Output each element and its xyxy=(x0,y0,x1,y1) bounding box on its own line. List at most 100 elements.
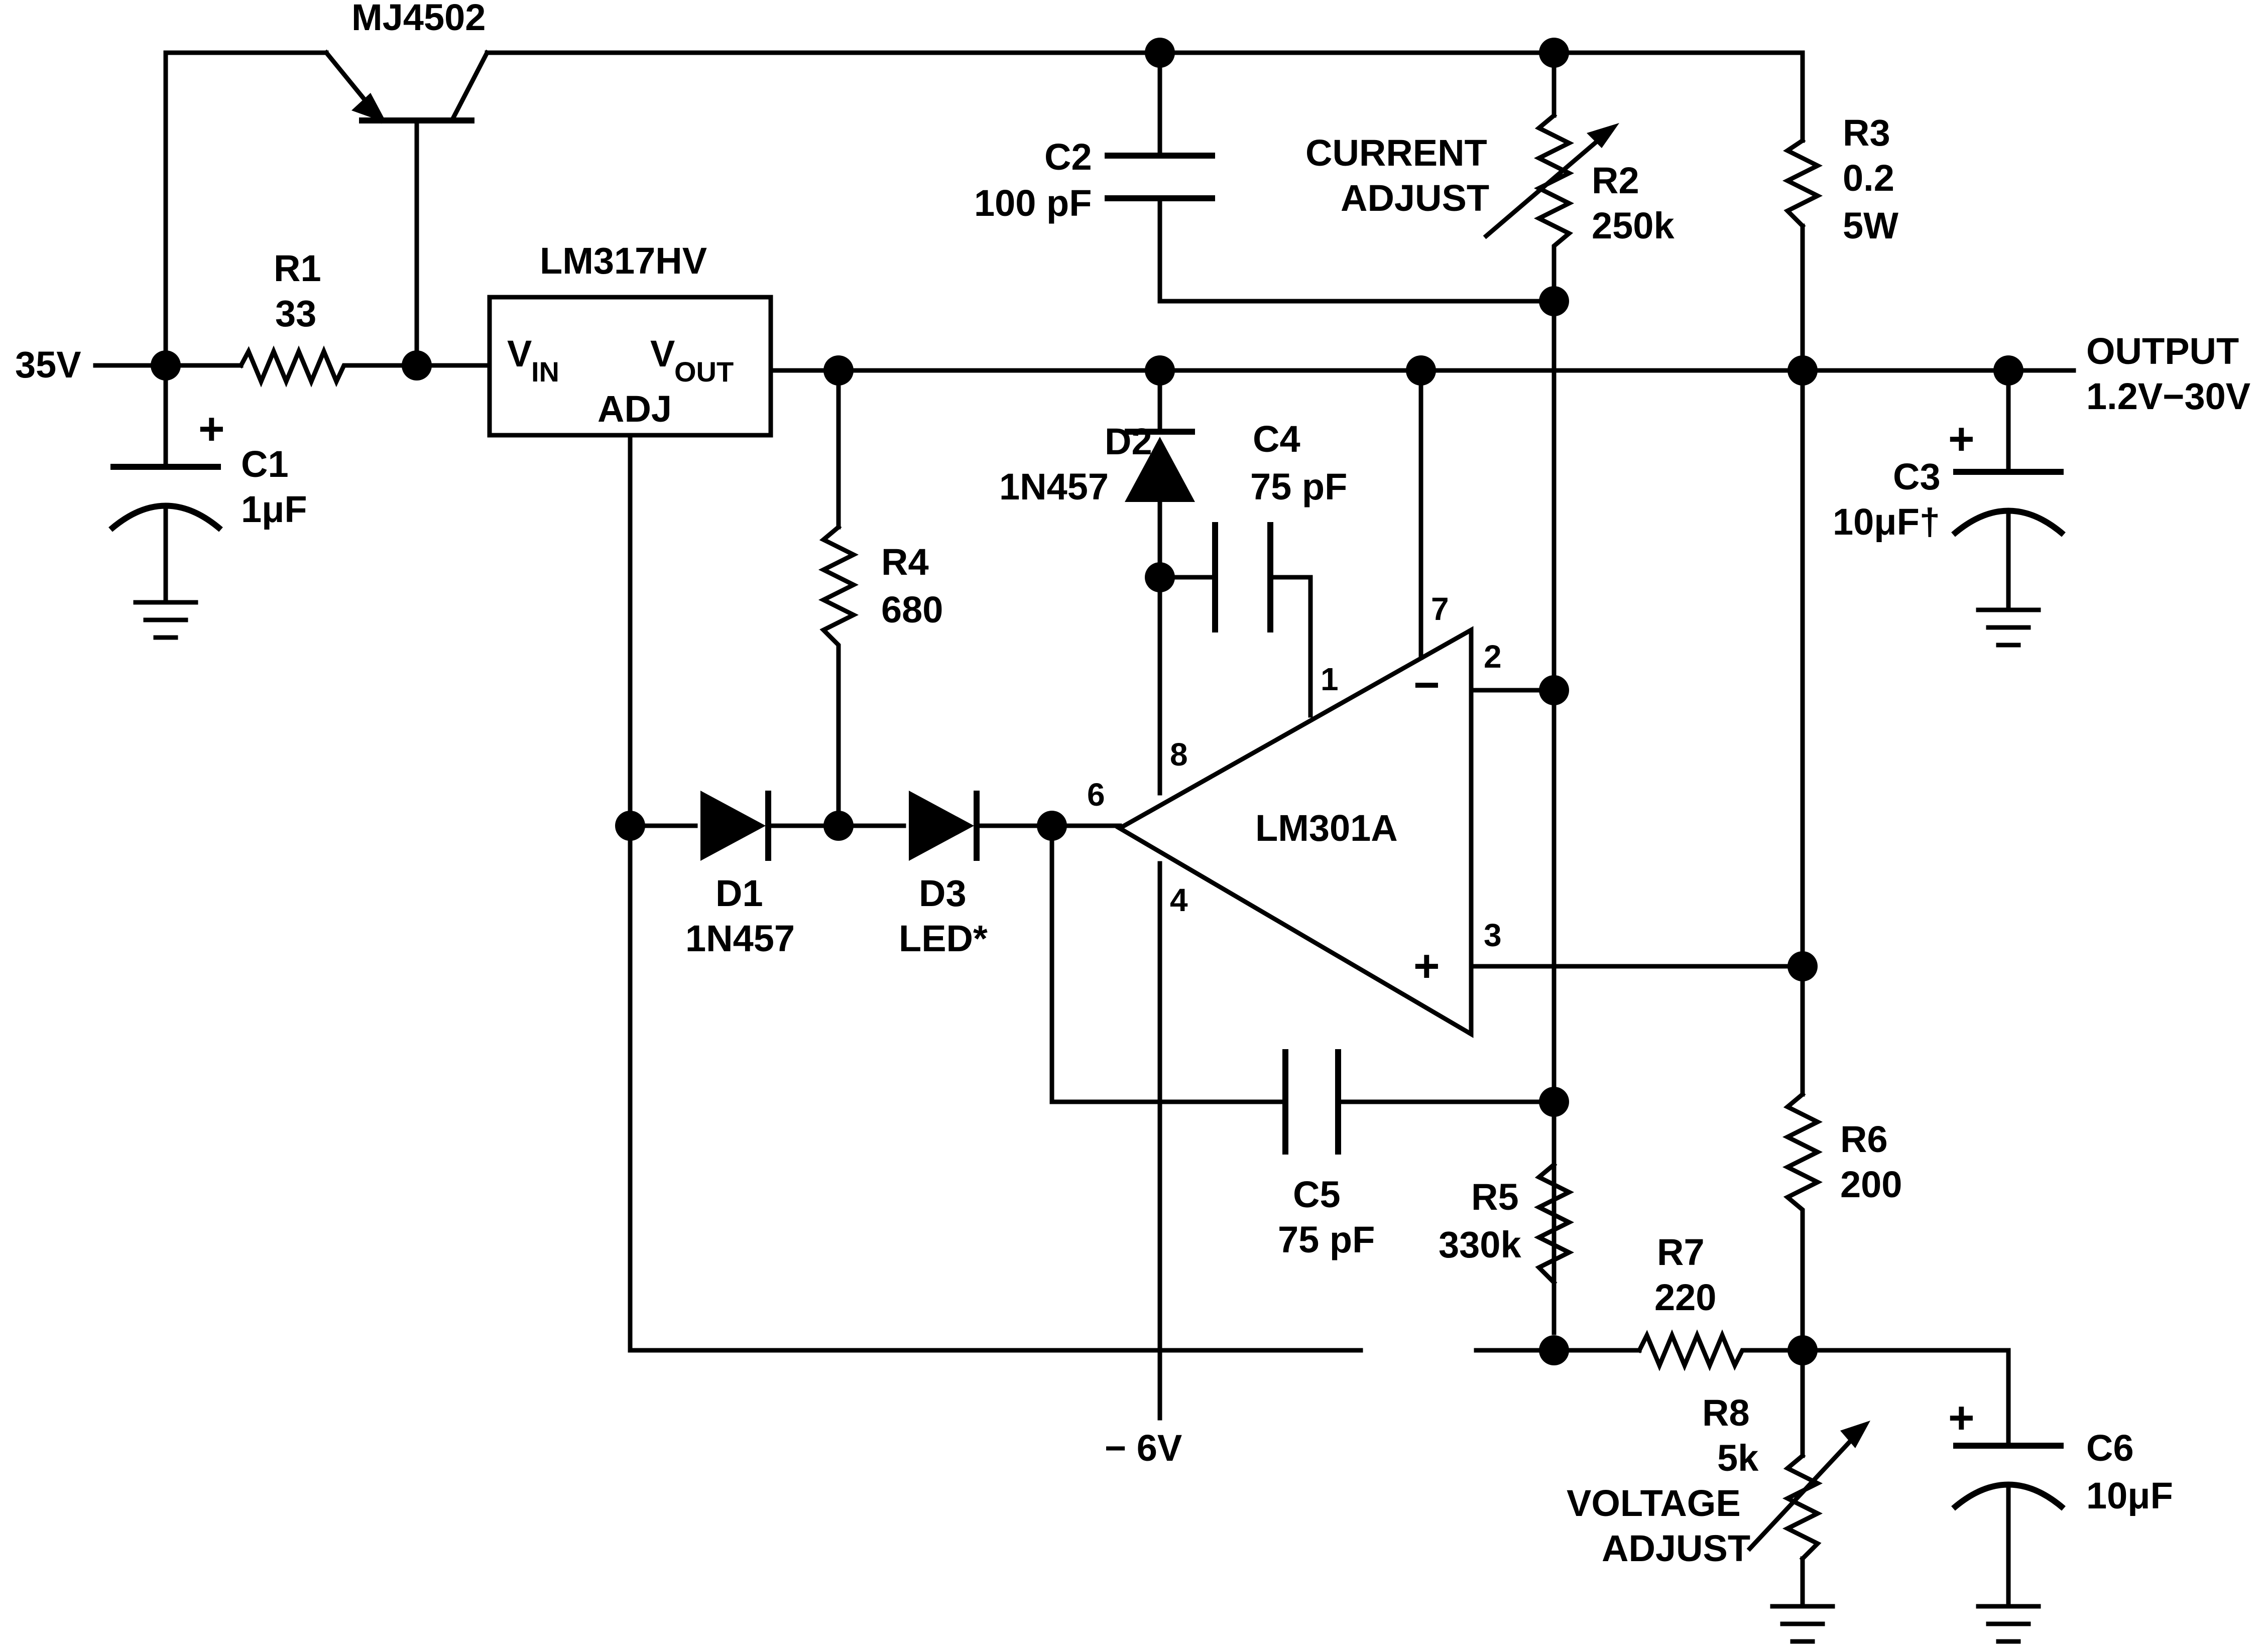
c3-plate-curved xyxy=(1951,507,2066,537)
pin7-label: 7 xyxy=(1431,591,1449,627)
junction-dot xyxy=(1787,1335,1818,1365)
d1-value: 1N457 xyxy=(685,918,795,959)
junction-dot xyxy=(1037,811,1067,841)
capacitor-c3 xyxy=(1951,469,2066,537)
u1-vout-label: V xyxy=(650,333,675,374)
r2-arrow-head xyxy=(1587,123,1619,148)
c1-name: C1 xyxy=(241,443,289,485)
junction-dot xyxy=(1406,355,1436,386)
output-label-1: OUTPUT xyxy=(2086,330,2239,372)
junction-dot xyxy=(1787,951,1818,981)
wires xyxy=(93,50,2076,1609)
input-voltage-label: 35V xyxy=(15,344,81,386)
r8-zigzag xyxy=(1782,1452,1823,1562)
junction-dot xyxy=(1787,355,1818,386)
junction-dot xyxy=(1145,38,1175,68)
junction-dot xyxy=(1993,355,2023,386)
c2-name: C2 xyxy=(1044,136,1092,178)
u1-vin-label: V xyxy=(507,333,532,374)
junction-dot xyxy=(1539,1335,1569,1365)
resistor-r2 xyxy=(1483,112,1619,264)
wire-c5-left xyxy=(1049,823,1288,1104)
c4-value: 75 pF xyxy=(1250,466,1347,507)
voltage-adjust-label-1: VOLTAGE xyxy=(1567,1482,1741,1524)
regulator-lm317hv xyxy=(487,295,773,438)
wire-c4-right xyxy=(1268,575,1313,718)
output-label-2: 1.2V−30V xyxy=(2086,375,2250,417)
d2-value: 1N457 xyxy=(999,466,1109,507)
r8-name: R8 xyxy=(1702,1392,1750,1434)
resistor-r4 xyxy=(818,524,859,658)
d2-triangle xyxy=(1125,437,1195,502)
ground-symbol xyxy=(133,600,198,640)
d1-name: D1 xyxy=(715,872,763,914)
capacitor-c4 xyxy=(1212,522,1273,632)
r8-arrow-head xyxy=(1840,1421,1870,1448)
r5-name: R5 xyxy=(1471,1176,1519,1218)
r1-value: 33 xyxy=(275,293,316,334)
u1-name: LM317HV xyxy=(540,240,707,282)
pin3-label: 3 xyxy=(1484,917,1502,953)
opamp-inverting-sign: − xyxy=(1413,660,1440,710)
c6-value: 10μF xyxy=(2086,1475,2173,1516)
diode-d1 xyxy=(700,791,771,861)
c3-plus-sign: + xyxy=(1948,414,1975,464)
r7-value: 220 xyxy=(1654,1277,1716,1318)
junction-dot xyxy=(1145,355,1175,386)
c5-name: C5 xyxy=(1293,1174,1341,1215)
resistor-r1 xyxy=(237,345,354,388)
capacitor-c5 xyxy=(1282,1049,1341,1155)
resistor-r3 xyxy=(1782,137,1823,229)
u1-vout-sub: OUT xyxy=(674,356,734,388)
r2-name: R2 xyxy=(1592,160,1639,201)
d3-name: D3 xyxy=(919,872,967,914)
resistor-r6 xyxy=(1782,1091,1823,1222)
ground-symbol xyxy=(1770,1604,1835,1644)
diode-d2 xyxy=(1125,429,1195,502)
junction-dot xyxy=(1539,38,1569,68)
c1-plus-sign: + xyxy=(198,404,225,454)
capacitor-c2 xyxy=(1105,153,1215,201)
pin6-label: 6 xyxy=(1087,777,1105,813)
ground-c6 xyxy=(1976,1604,2041,1644)
diode-d3 xyxy=(909,791,980,861)
current-adjust-label-2: ADJUST xyxy=(1341,177,1489,219)
c6-name: C6 xyxy=(2086,1427,2134,1469)
junction-dot xyxy=(615,811,645,841)
c1-plate-curved xyxy=(108,502,223,532)
wire-bottom-right xyxy=(1747,1348,2011,1448)
q1-label: MJ4502 xyxy=(351,0,486,38)
r3-value: 0.2 xyxy=(1843,157,1894,199)
r1-name: R1 xyxy=(274,247,321,289)
junction-dot xyxy=(402,350,432,380)
capacitor-c1 xyxy=(108,464,223,532)
junction-dot xyxy=(823,355,854,386)
current-adjust-label-1: CURRENT xyxy=(1305,132,1487,174)
r8-value: 5k xyxy=(1717,1437,1759,1479)
resistor-r5 xyxy=(1533,1161,1575,1286)
neg-supply-label: − 6V xyxy=(1105,1427,1182,1469)
r2-arrow-line xyxy=(1483,130,1610,239)
voltage-adjust-label-2: ADJUST xyxy=(1602,1528,1750,1569)
r4-name: R4 xyxy=(881,541,929,583)
junction-dot xyxy=(1539,675,1569,705)
r4-value: 680 xyxy=(881,589,943,630)
r3-name: R3 xyxy=(1843,112,1890,154)
q1-collector xyxy=(448,49,491,124)
r2-value: 250k xyxy=(1592,205,1675,246)
junction-dot xyxy=(1145,562,1175,592)
junction-dot xyxy=(1539,1087,1569,1117)
d2-name: D2 xyxy=(1105,421,1152,462)
junctions xyxy=(151,38,2023,1365)
junction-dot xyxy=(151,350,181,380)
opamp-lm301a xyxy=(1115,626,1474,1038)
c3-name: C3 xyxy=(1893,456,1941,497)
d1-triangle xyxy=(700,791,766,861)
u1-vin-sub: IN xyxy=(531,356,559,388)
wire-c2-bottom xyxy=(1157,196,1557,304)
r8-arrow-line xyxy=(1746,1430,1861,1552)
labels: MJ4502 R1 33 35V + C1 1μF LM317HV V IN V… xyxy=(15,0,2250,1569)
capacitor-c6 xyxy=(1951,1443,2066,1511)
c2-value: 100 pF xyxy=(974,182,1092,224)
